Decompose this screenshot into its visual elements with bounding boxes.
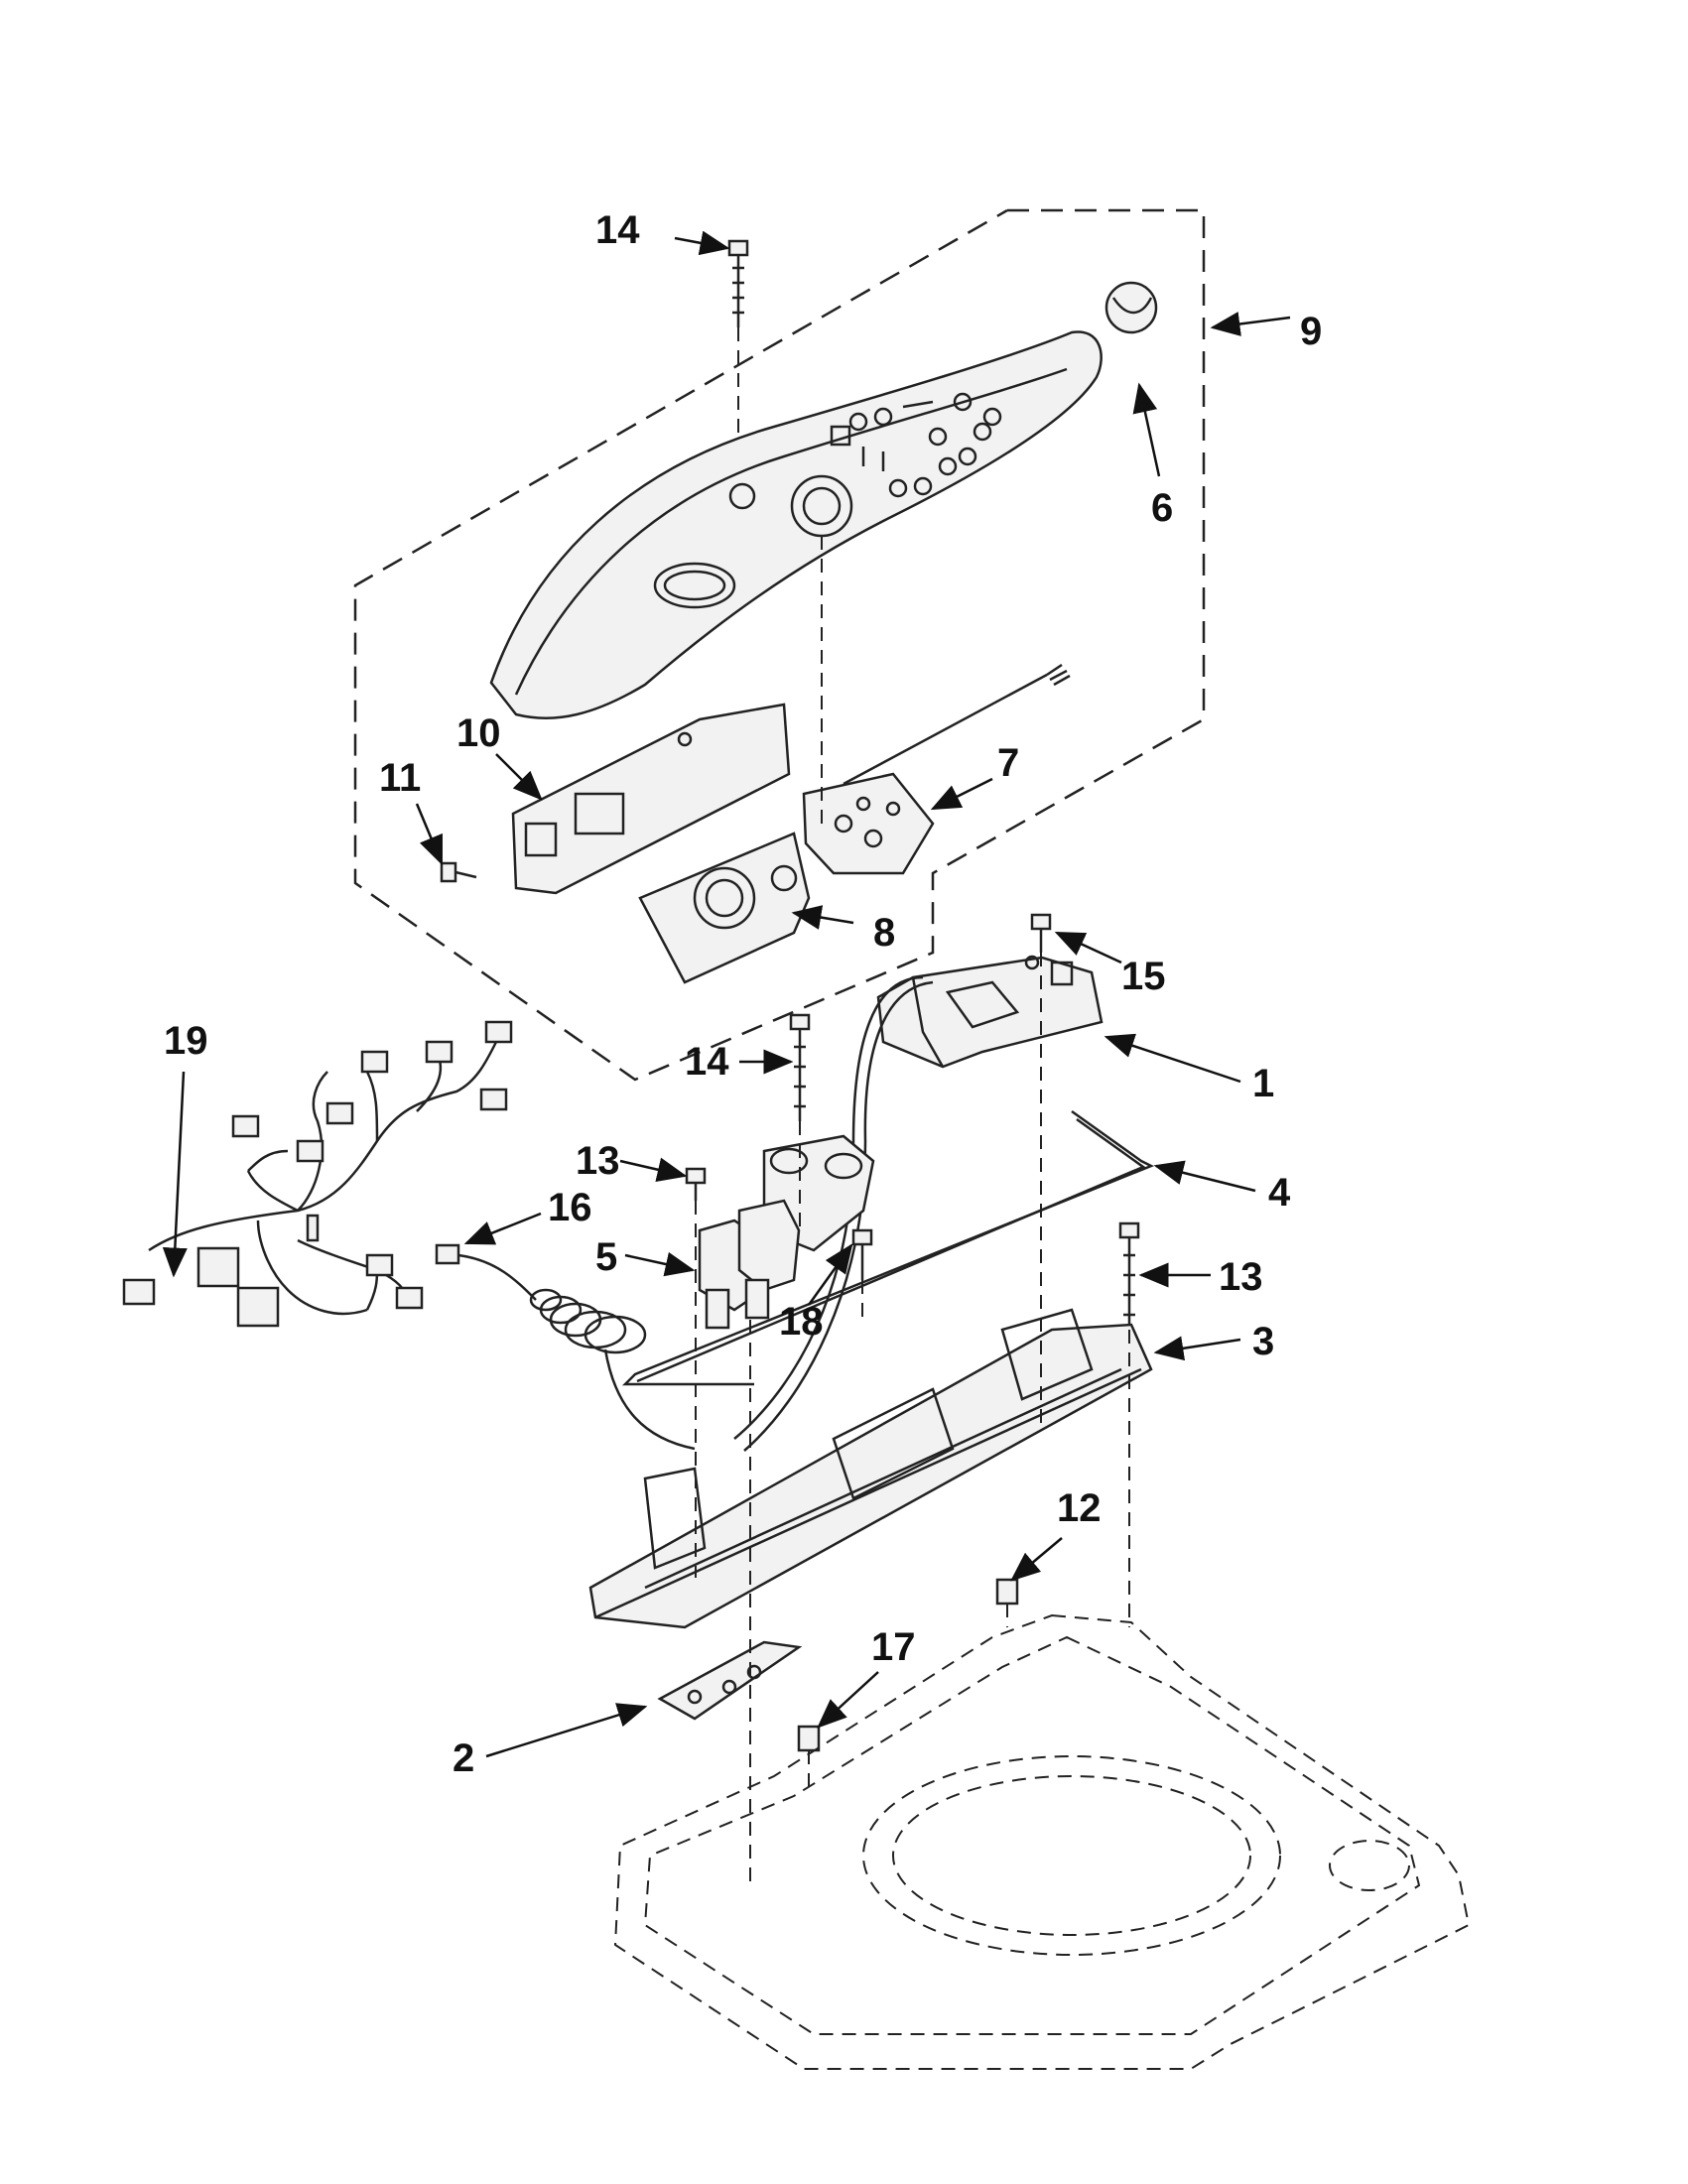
leader-lines	[162, 230, 1291, 1758]
screw-top	[727, 239, 749, 327]
callout-2: 2	[453, 1736, 474, 1780]
callout-labels: 14 9 6 7 10 11 8 15 1 14 4 13 16 5 18 13…	[164, 208, 1322, 1780]
callout-17: 17	[871, 1625, 916, 1669]
screw-18	[851, 1228, 873, 1280]
ribbon-cable	[843, 663, 1071, 786]
callout-7: 7	[997, 741, 1019, 785]
screw-15	[1030, 913, 1052, 953]
callout-19: 19	[164, 1019, 208, 1063]
callout-18: 18	[779, 1300, 824, 1344]
callout-14-mid: 14	[685, 1040, 729, 1084]
screw-11	[440, 861, 477, 883]
callout-11: 11	[379, 756, 421, 800]
pressure-hose	[435, 1243, 696, 1451]
callout-14-top: 14	[595, 208, 640, 252]
screw-mid	[789, 1013, 811, 1121]
callout-8: 8	[873, 911, 895, 955]
knob	[1104, 281, 1158, 334]
callout-6: 6	[1151, 486, 1173, 530]
callout-1: 1	[1252, 1062, 1274, 1105]
callout-12: 12	[1057, 1486, 1102, 1530]
machine-control-board	[876, 955, 1104, 1069]
control-bracket	[511, 703, 791, 895]
callout-4: 4	[1268, 1171, 1291, 1215]
callout-10: 10	[456, 711, 501, 755]
callout-3: 3	[1252, 1320, 1274, 1363]
clip-12	[995, 1578, 1019, 1606]
callout-15: 15	[1121, 955, 1166, 998]
ui-board	[638, 832, 811, 984]
clip-17	[797, 1725, 821, 1752]
alignment-lines	[695, 327, 1130, 1885]
cabinet-top-outline	[613, 1613, 1471, 2070]
console-housing	[489, 330, 1103, 719]
callout-16: 16	[548, 1186, 592, 1229]
control-board	[802, 772, 935, 875]
water-valve	[698, 1134, 875, 1330]
mounting-plate	[657, 1640, 803, 1721]
callout-13-left: 13	[576, 1139, 620, 1183]
screw-13-left	[685, 1167, 707, 1201]
callout-13-right: 13	[1219, 1255, 1263, 1299]
callout-5: 5	[595, 1235, 617, 1279]
console-base	[588, 1308, 1153, 1629]
screw-13-right	[1118, 1221, 1140, 1330]
wire-harness	[122, 1020, 513, 1328]
rod	[621, 1109, 1155, 1386]
callout-9: 9	[1300, 310, 1322, 353]
console-assembly-boundary	[353, 208, 1206, 1082]
